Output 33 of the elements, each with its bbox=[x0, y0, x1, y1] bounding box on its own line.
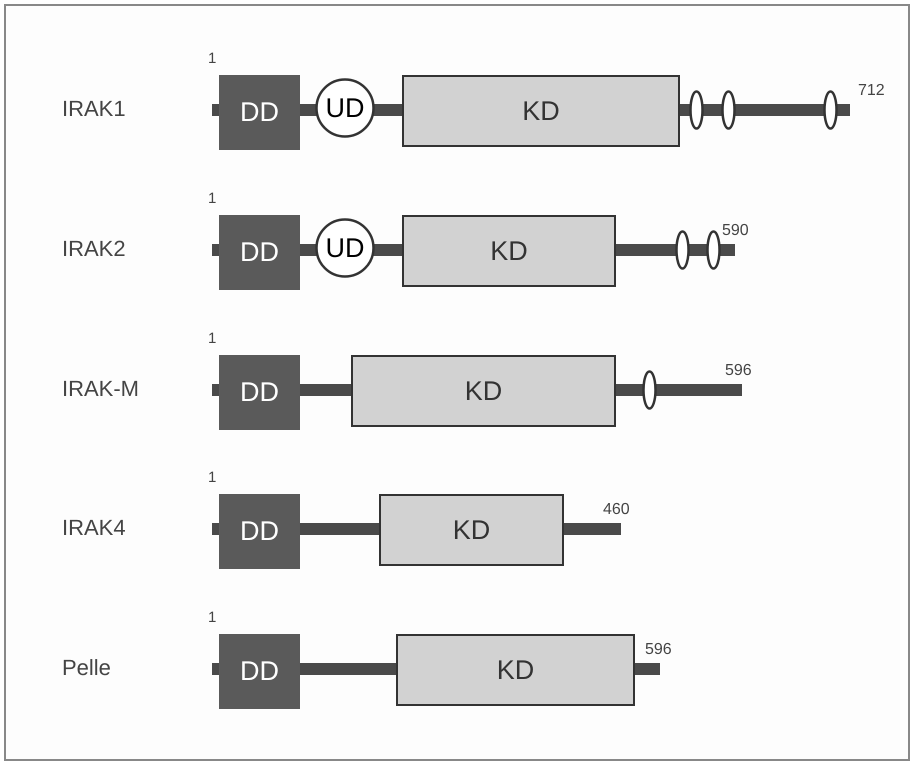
domain-box: DD bbox=[219, 355, 300, 430]
domain-circle: UD bbox=[315, 218, 375, 278]
domain-box: KD bbox=[351, 355, 616, 427]
residue-number: 590 bbox=[722, 222, 749, 240]
residue-number: 1 bbox=[208, 50, 216, 67]
motif-ellipse bbox=[823, 90, 838, 130]
motif-ellipse bbox=[642, 370, 657, 410]
domain-circle: UD bbox=[315, 78, 375, 138]
domain-box: DD bbox=[219, 494, 300, 569]
residue-number: 596 bbox=[725, 362, 752, 380]
domain-box: DD bbox=[219, 215, 300, 290]
protein-name: IRAK4 bbox=[62, 515, 126, 541]
residue-number: 1 bbox=[208, 330, 216, 347]
motif-ellipse bbox=[689, 90, 704, 130]
residue-number: 1 bbox=[208, 609, 216, 626]
domain-box: DD bbox=[219, 634, 300, 709]
motif-ellipse bbox=[675, 230, 690, 270]
motif-ellipse bbox=[706, 230, 721, 270]
residue-number: 1 bbox=[208, 469, 216, 486]
motif-ellipse bbox=[721, 90, 736, 130]
residue-number: 596 bbox=[645, 641, 672, 659]
residue-number: 460 bbox=[603, 501, 630, 519]
residue-number: 1 bbox=[208, 190, 216, 207]
domain-box: KD bbox=[402, 215, 616, 287]
protein-name: IRAK2 bbox=[62, 236, 126, 262]
protein-name: IRAK1 bbox=[62, 96, 126, 122]
protein-name: Pelle bbox=[62, 655, 111, 681]
domain-box: KD bbox=[402, 75, 680, 147]
protein-name: IRAK-M bbox=[62, 376, 139, 402]
domain-box: DD bbox=[219, 75, 300, 150]
domain-box: KD bbox=[396, 634, 635, 706]
domain-box: KD bbox=[379, 494, 564, 566]
residue-number: 712 bbox=[858, 82, 885, 100]
